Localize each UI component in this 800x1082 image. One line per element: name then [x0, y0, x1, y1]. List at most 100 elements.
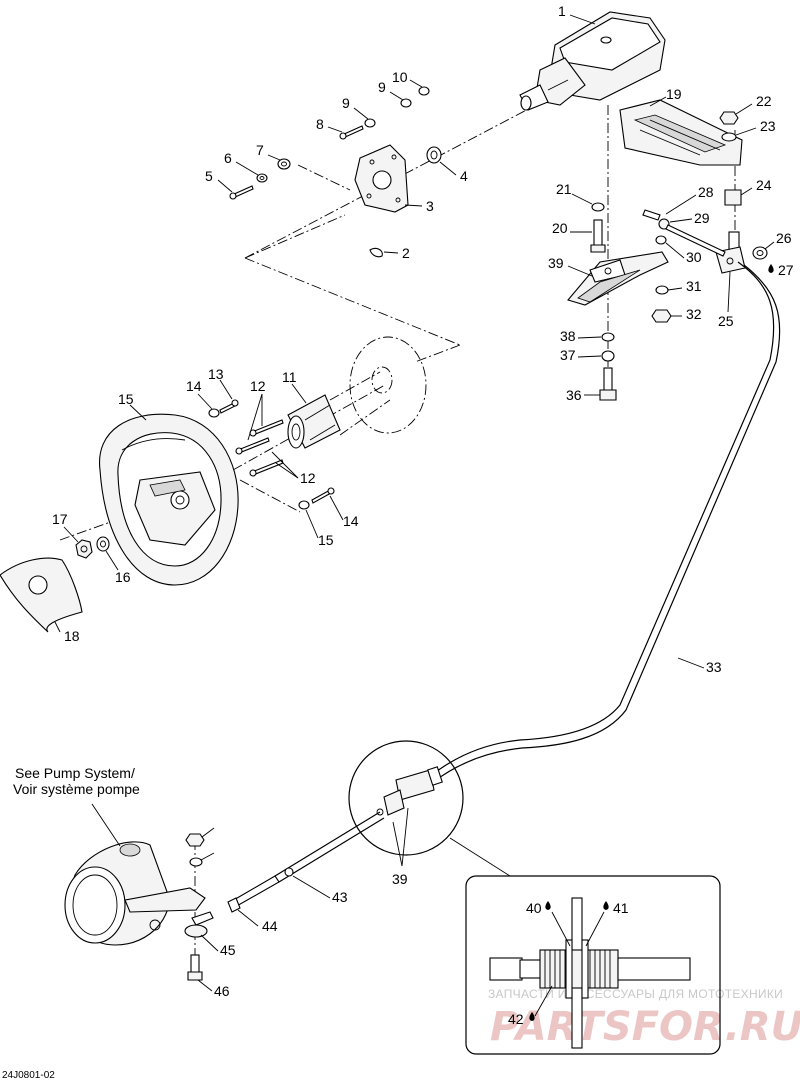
bushing-4	[426, 146, 442, 164]
steering-wheel	[99, 413, 239, 586]
see-pump-system-note-en: See Pump System/	[15, 765, 135, 781]
callout-3: 3	[426, 198, 434, 214]
lube-drop-40	[529, 1012, 535, 1021]
nut-22	[719, 111, 739, 125]
callout-37: 39	[548, 255, 564, 271]
lower-arm-37	[567, 251, 669, 306]
callout-12a: 12	[250, 378, 266, 394]
callout-42: 44	[262, 918, 278, 934]
screw-34	[599, 367, 617, 401]
nut-26	[752, 246, 768, 260]
callout-15b: 15	[318, 532, 334, 548]
phantom-disc	[329, 336, 427, 436]
callout-28: 33	[706, 659, 722, 675]
screw-44	[187, 954, 203, 981]
screw-20	[590, 219, 606, 253]
screws-12	[235, 419, 284, 477]
callout-31: 30	[686, 249, 702, 265]
callout-29: 28	[698, 184, 714, 200]
callout-9b: 9	[378, 79, 386, 95]
detail-38-circle	[348, 740, 464, 856]
callout-44: 46	[214, 983, 230, 999]
lube-drop-39a	[545, 901, 551, 910]
callout-9a: 9	[342, 95, 350, 111]
watermark-subtitle: ЗАПЧАСТИ И АКСЕССУАРЫ ДЛЯ МОТОТЕХНИКИ	[488, 987, 783, 1001]
screw-5	[229, 185, 254, 200]
callout-5: 5	[205, 168, 213, 184]
callout-38: 39	[392, 871, 408, 887]
callout-39a: 40	[526, 900, 542, 916]
washer-16	[96, 536, 110, 552]
callout-12b: 12	[300, 470, 316, 486]
nut-7	[277, 158, 291, 170]
front-plate	[354, 144, 409, 213]
washer-15a	[208, 408, 220, 418]
callout-24: 24	[756, 177, 772, 193]
callout-2: 2	[402, 245, 410, 261]
washer-23	[721, 132, 737, 142]
callout-7: 7	[256, 142, 264, 158]
screw-14a	[219, 399, 239, 414]
callout-26: 26	[776, 230, 792, 246]
callout-36: 38	[560, 328, 576, 344]
washer-9b	[400, 98, 412, 108]
callout-14b: 14	[343, 513, 359, 529]
center-cap	[0, 557, 83, 633]
screw-8	[339, 125, 364, 140]
callout-4: 4	[460, 168, 468, 184]
nut-33	[651, 309, 672, 323]
lube-drop-27	[768, 264, 774, 273]
callout-17: 17	[52, 511, 68, 527]
callout-6: 6	[224, 150, 232, 166]
callout-1: 1	[558, 3, 566, 19]
callout-33: 32	[686, 306, 702, 322]
callout-25: 25	[718, 313, 734, 329]
steering-cable	[427, 261, 781, 784]
see-pump-system-note-fr: Voir système pompe	[13, 781, 140, 797]
callout-13: 15	[118, 391, 134, 407]
callout-41: 43	[332, 889, 348, 905]
callout-22: 22	[756, 93, 772, 109]
rod-end-42	[227, 897, 241, 913]
washer-45	[189, 857, 203, 867]
clip-2	[369, 247, 383, 258]
callout-27: 27	[778, 262, 794, 278]
callout-35: 37	[560, 347, 576, 363]
washer-9a	[364, 118, 376, 128]
watermark-logo: PARTSFOR.RU	[490, 1004, 800, 1050]
washer-21	[591, 202, 605, 212]
rod-29-30	[642, 209, 726, 257]
screw-14b	[311, 487, 335, 504]
steering-arm-19	[619, 99, 743, 166]
callout-34: 36	[566, 387, 582, 403]
callout-11: 11	[282, 369, 297, 385]
callout-16: 16	[115, 569, 131, 585]
washer-15b	[298, 500, 310, 510]
callout-32: 31	[686, 278, 702, 294]
callout-18: 18	[64, 628, 80, 644]
drawing-code: 24J0801-02	[2, 1070, 55, 1081]
callout-8: 8	[316, 116, 324, 132]
callout-15a: 14	[186, 378, 202, 394]
callout-43: 45	[220, 942, 236, 958]
callout-30: 29	[694, 210, 710, 226]
ball-joint-43	[184, 911, 214, 938]
callout-14a: 13	[208, 366, 224, 382]
washer-35	[601, 350, 615, 362]
watermark: ЗАПЧАСТИ И АКСЕССУАРЫ ДЛЯ МОТОТЕХНИКИ PA…	[488, 987, 800, 1050]
detail-inset-box	[465, 875, 721, 1055]
callout-23: 23	[760, 118, 776, 134]
steering-hub	[287, 394, 341, 449]
spacer-24	[724, 189, 742, 206]
callout-40: 42	[508, 1011, 524, 1027]
washer-36	[601, 332, 615, 342]
lube-drop-39b	[603, 901, 609, 910]
callout-20: 20	[552, 220, 568, 236]
cable-rod-41	[231, 811, 385, 908]
washer-32	[655, 285, 669, 295]
washer-6	[256, 173, 268, 183]
steering-housing	[519, 11, 666, 111]
callout-19: 19	[666, 86, 682, 102]
callout-21: 21	[556, 181, 572, 197]
